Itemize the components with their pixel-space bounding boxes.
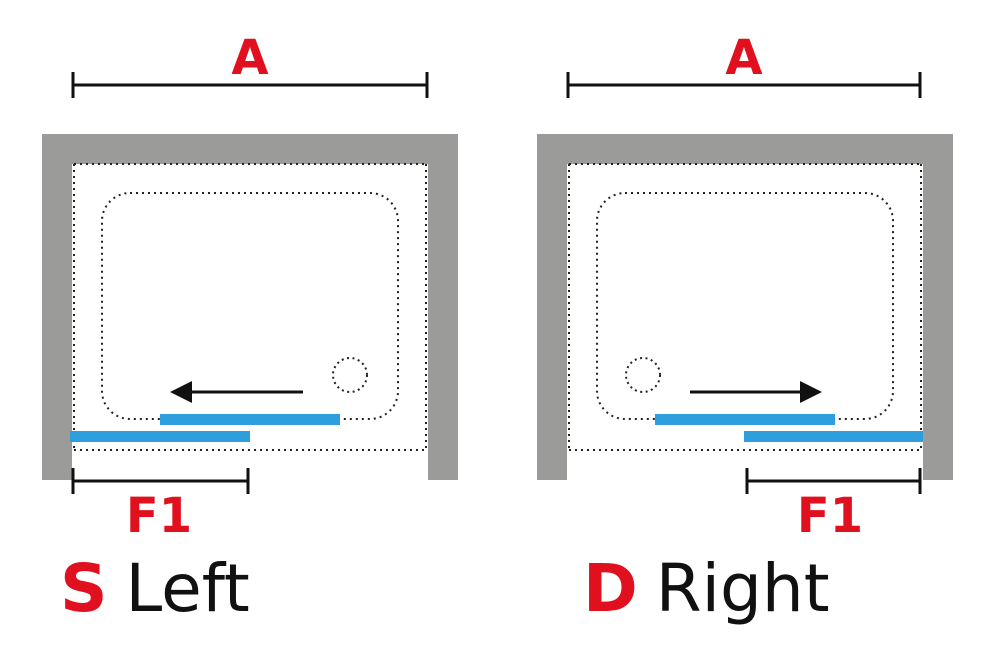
door-dimension-line [71,468,250,494]
right-plan-drawing [537,72,953,494]
sliding-glass-panel [70,431,250,442]
door-dimension-line [745,468,922,494]
sliding-glass-panel [744,431,923,442]
variant-name: Left [125,550,250,627]
arrow-right-icon [690,381,822,403]
enclosure-outline [73,163,427,451]
wall [42,134,458,480]
door-width-label: F1 [125,488,193,544]
fixed-glass-panel [655,414,835,425]
drain-icon [625,357,661,393]
shower-tray [101,192,399,420]
width-label: A [725,30,763,86]
enclosure-outline [568,163,922,451]
fixed-glass-panel [160,414,340,425]
width-dimension-line [71,72,429,98]
variant-code: D [583,550,638,627]
width-dimension-line [566,72,922,98]
width-label: A [231,30,269,86]
left-plan-drawing [42,72,458,494]
wall [537,134,953,480]
variant-name: Right [655,550,830,627]
shower-tray [596,192,894,420]
variant-code: S [60,550,108,627]
arrow-left-icon [170,381,303,403]
drain-icon [332,357,368,393]
door-width-label: F1 [796,488,864,544]
